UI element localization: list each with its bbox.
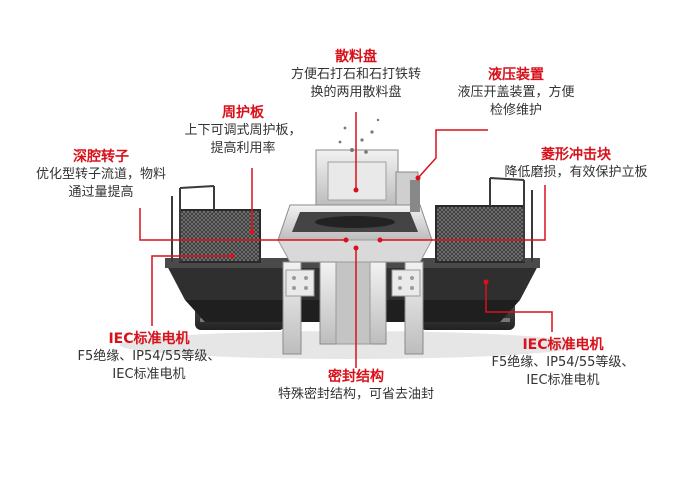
callout-desc-line: IEC标准电机	[526, 373, 600, 388]
callout-diamond-impact-block: 菱形冲击块 降低磨损，有效保护立板	[470, 146, 682, 182]
callout-title: 散料盘	[335, 49, 377, 65]
callout-desc-line: 通过量提高	[68, 185, 134, 200]
callout-title: 液压装置	[488, 67, 544, 83]
callout-hydraulic-device: 液压装置 液压开盖装置，方便 检修维护	[436, 66, 596, 120]
callout-desc-line: 降低磨损，有效保护立板	[504, 165, 648, 180]
callout-title: 密封结构	[328, 369, 384, 385]
crusher-body	[277, 118, 433, 355]
callout-desc-line: 特殊密封结构，可省去油封	[277, 387, 434, 402]
callout-desc-line: F5绝缘、IP54/55等级、	[77, 349, 221, 364]
callout-desc-line: 检修维护	[489, 103, 542, 118]
leader-lines	[139, 112, 553, 368]
callout-desc-line: 液压开盖装置，方便	[457, 85, 575, 100]
callout-title: 周护板	[222, 105, 264, 121]
callout-desc-line: 换的两用散料盘	[310, 85, 402, 100]
callout-sealing-structure: 密封结构 特殊密封结构，可省去油封	[226, 368, 486, 404]
leader-dots	[229, 175, 489, 285]
callout-desc-line: 优化型转子流道，物料	[35, 167, 166, 182]
callout-liner-plate: 周护板 上下可调式周护板， 提高利用率	[168, 104, 318, 158]
callout-title: IEC标准电机	[108, 331, 190, 347]
callout-iec-motor-right: IEC标准电机 F5绝缘、IP54/55等级、 IEC标准电机	[448, 336, 678, 390]
callout-dispersing-tray: 散料盘 方便石打石和石打铁转 换的两用散料盘	[256, 48, 456, 102]
callout-desc-line: 上下可调式周护板，	[184, 123, 302, 138]
callout-desc-line: IEC标准电机	[112, 367, 186, 382]
callout-title: 深腔转子	[73, 149, 129, 165]
callout-title: 菱形冲击块	[541, 147, 611, 163]
callout-iec-motor-left: IEC标准电机 F5绝缘、IP54/55等级、 IEC标准电机	[34, 330, 264, 384]
guard-rail-left	[171, 185, 261, 263]
callout-desc-line: 方便石打石和石打铁转	[290, 67, 421, 82]
callout-desc-line: 提高利用率	[210, 141, 276, 156]
callout-desc-line: F5绝缘、IP54/55等级、	[491, 355, 635, 370]
callout-title: IEC标准电机	[522, 337, 604, 353]
guard-rail-right	[435, 177, 533, 263]
callout-deep-cavity-rotor: 深腔转子 优化型转子流道，物料 通过量提高	[6, 148, 196, 202]
